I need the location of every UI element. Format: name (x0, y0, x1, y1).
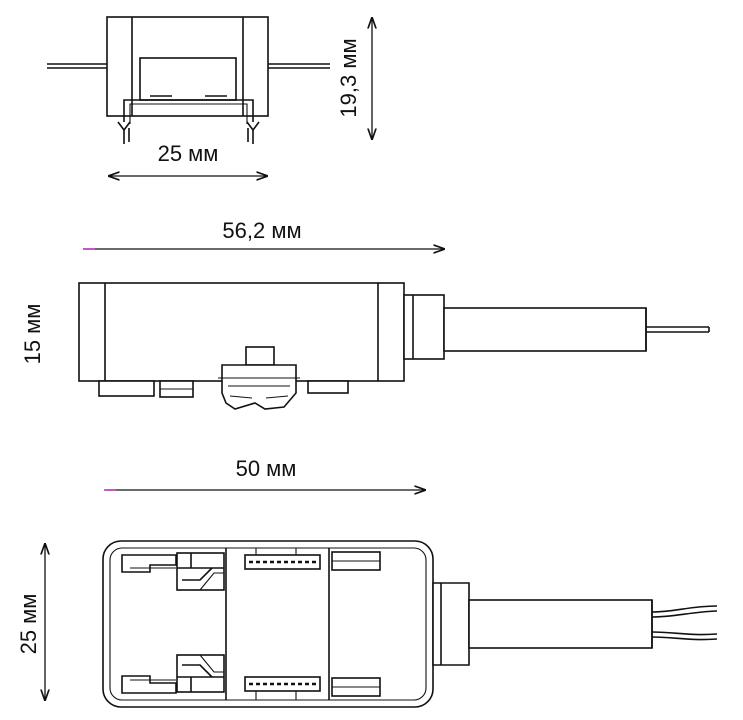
front-view (47, 16, 330, 144)
front-width-dimension: 25 мм (108, 141, 268, 176)
side-dimension-length: 56,2 мм (83, 218, 445, 249)
plan-view (102, 540, 718, 708)
bottom-width-label: 25 мм (16, 594, 41, 655)
bottom-dimension-length: 50 мм (104, 456, 426, 490)
front-width-label: 25 мм (158, 141, 219, 166)
bottom-length-label: 50 мм (236, 456, 297, 481)
side-length-label: 56,2 мм (222, 218, 301, 243)
side-height-label: 15 мм (20, 304, 45, 365)
side-view (78, 282, 710, 410)
side-height-dimension: 15 мм (20, 304, 45, 365)
bottom-width-dimension: 25 мм (16, 543, 45, 701)
front-height-dimension: 19,3 мм (336, 17, 372, 140)
front-height-label: 19,3 мм (336, 38, 361, 117)
